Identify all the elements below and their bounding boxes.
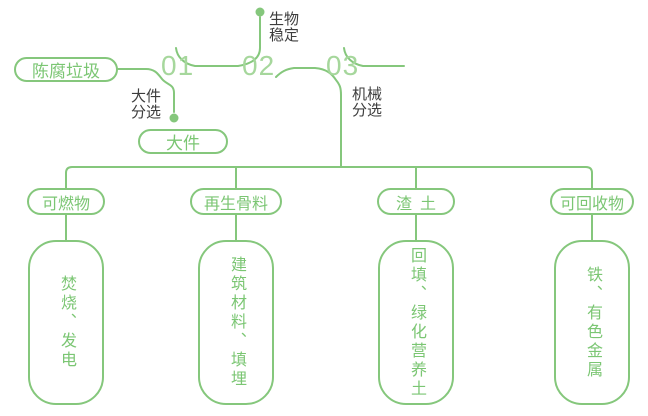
step-label-line: 稳定: [269, 27, 300, 44]
category-pill-slag-soil: 渣土: [377, 188, 455, 215]
bulky-output-pill: 大件: [138, 129, 228, 154]
source-label: 陈腐垃圾: [32, 62, 100, 81]
usage-box-combustible: 焚烧、发电: [28, 240, 104, 405]
step-label-line: 生物: [269, 11, 300, 28]
bulky-endpoint-dot: [169, 113, 179, 123]
biostabilize-endpoint-dot: [255, 7, 265, 17]
usage-text: 铁、有色金属: [584, 265, 601, 380]
category-label: 再生骨料: [203, 195, 268, 213]
distribution-bar: [65, 166, 593, 190]
flow-line-step3-tail: [343, 47, 405, 67]
flow-line-source-to-bulky-drop: [117, 68, 175, 113]
step-label-line: 机械: [352, 86, 383, 103]
category-pill-recyclable: 可回收物: [550, 188, 634, 215]
step-label-bulky-sorting: 大件 分选: [131, 89, 161, 121]
category-label: 渣土: [395, 195, 444, 213]
category-label: 可燃物: [41, 195, 90, 213]
step-label-line: 分选: [131, 104, 162, 121]
step-number-2: 02: [242, 50, 276, 81]
source-pill: 陈腐垃圾: [14, 57, 118, 82]
flow-line-step2-to-main-drop: [275, 67, 342, 168]
usage-box-recyclable: 铁、有色金属: [554, 240, 630, 405]
category-label: 可回收物: [559, 195, 624, 213]
usage-box-recycled-aggregate: 建筑材料、填埋: [198, 240, 274, 405]
step-number-1: 01: [161, 50, 195, 81]
category-pill-recycled-aggregate: 再生骨料: [190, 188, 282, 215]
usage-text: 回填、绿化营养土: [408, 246, 425, 399]
usage-text: 焚烧、发电: [58, 275, 75, 370]
step-label-line: 分选: [352, 102, 383, 119]
step-label-bio-stabilization: 生物 稳定: [269, 12, 299, 44]
step-label-line: 大件: [131, 88, 162, 105]
category-pill-combustible: 可燃物: [27, 188, 105, 215]
step-number-3: 03: [326, 50, 360, 81]
flow-line-step1-to-biostabilize-branch: [175, 16, 261, 67]
usage-text: 建筑材料、填埋: [228, 256, 245, 389]
usage-box-slag-soil: 回填、绿化营养土: [378, 240, 454, 405]
bulky-output-label: 大件: [166, 134, 200, 153]
step-label-mechanical-sorting: 机械 分选: [352, 87, 382, 119]
